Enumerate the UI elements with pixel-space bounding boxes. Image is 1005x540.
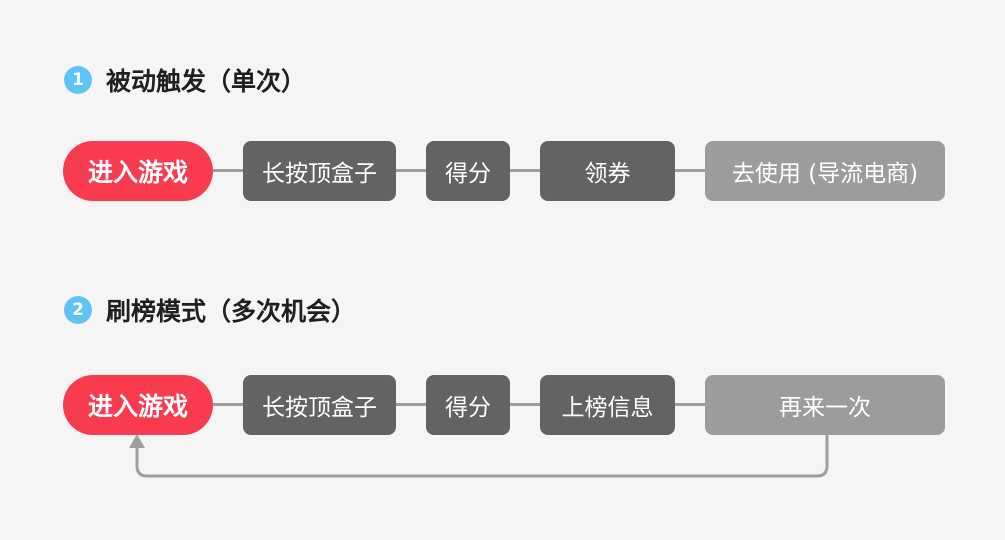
section-1-heading: 被动触发（单次） — [106, 67, 307, 96]
step-score: 得分 — [426, 141, 510, 201]
section-1-number-badge: 1 — [64, 66, 92, 94]
step-score: 得分 — [426, 375, 510, 435]
section-2-title: 2 刷榜模式（多次机会） — [64, 292, 356, 328]
step-long-press-box: 长按顶盒子 — [243, 375, 396, 435]
step-enter-game: 进入游戏 — [63, 141, 213, 201]
step-enter-game: 进入游戏 — [63, 375, 213, 435]
loop-back-path — [135, 434, 829, 478]
section-1-title: 1 被动触发（单次） — [64, 62, 306, 98]
loop-arrowhead-icon — [129, 434, 145, 448]
step-use-coupon: 去使用 (导流电商) — [705, 141, 945, 201]
section-2-number-badge: 2 — [64, 296, 92, 324]
section-2-heading: 刷榜模式（多次机会） — [106, 297, 357, 326]
step-long-press-box: 长按顶盒子 — [243, 141, 396, 201]
step-leaderboard-info: 上榜信息 — [540, 375, 675, 435]
flow-single-trigger: 进入游戏 长按顶盒子 得分 领券 去使用 (导流电商) — [0, 141, 1005, 201]
flow-ranking-mode: 进入游戏 长按顶盒子 得分 上榜信息 再来一次 — [0, 375, 1005, 435]
step-play-again: 再来一次 — [705, 375, 945, 435]
step-get-coupon: 领券 — [540, 141, 675, 201]
